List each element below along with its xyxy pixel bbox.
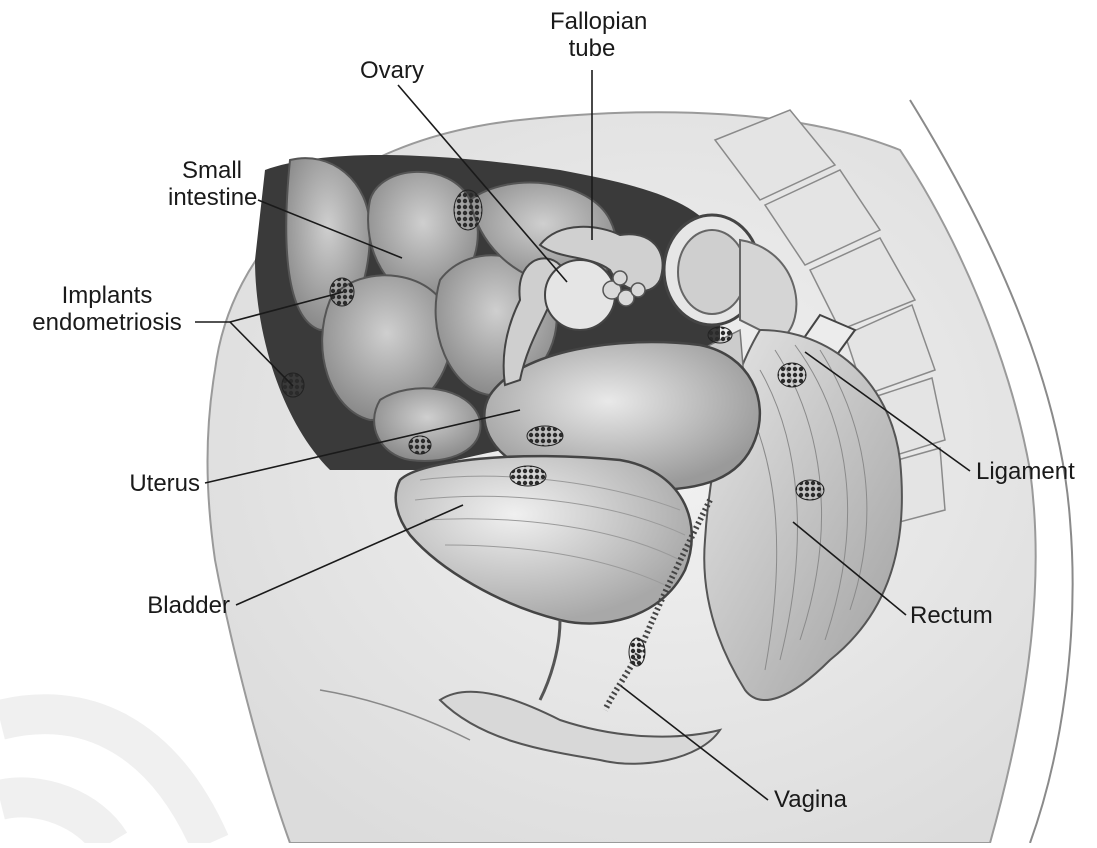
label-implants-endometriosis: Implants endometriosis	[18, 282, 196, 336]
watermark	[0, 714, 210, 843]
label-fallopian-tube-line1: Fallopian	[550, 8, 634, 35]
label-bladder: Bladder	[120, 592, 230, 619]
label-small-intestine: Small intestine	[168, 157, 256, 211]
label-ovary: Ovary	[357, 57, 427, 84]
label-vagina: Vagina	[774, 786, 874, 813]
label-fallopian-tube: Fallopian tube	[550, 8, 634, 62]
label-implants-line2: endometriosis	[18, 309, 196, 336]
label-bladder-text: Bladder	[120, 592, 230, 619]
label-ligament: Ligament	[976, 458, 1086, 485]
label-uterus: Uterus	[100, 470, 200, 497]
label-small-intestine-line1: Small	[168, 157, 256, 184]
label-implants-line1: Implants	[18, 282, 196, 309]
label-uterus-text: Uterus	[100, 470, 200, 497]
label-rectum-text: Rectum	[910, 602, 1010, 629]
label-ligament-text: Ligament	[976, 458, 1086, 485]
label-vagina-text: Vagina	[774, 786, 874, 813]
label-small-intestine-line2: intestine	[168, 184, 256, 211]
label-fallopian-tube-line2: tube	[550, 35, 634, 62]
label-ovary-text: Ovary	[357, 57, 427, 84]
label-rectum: Rectum	[910, 602, 1010, 629]
